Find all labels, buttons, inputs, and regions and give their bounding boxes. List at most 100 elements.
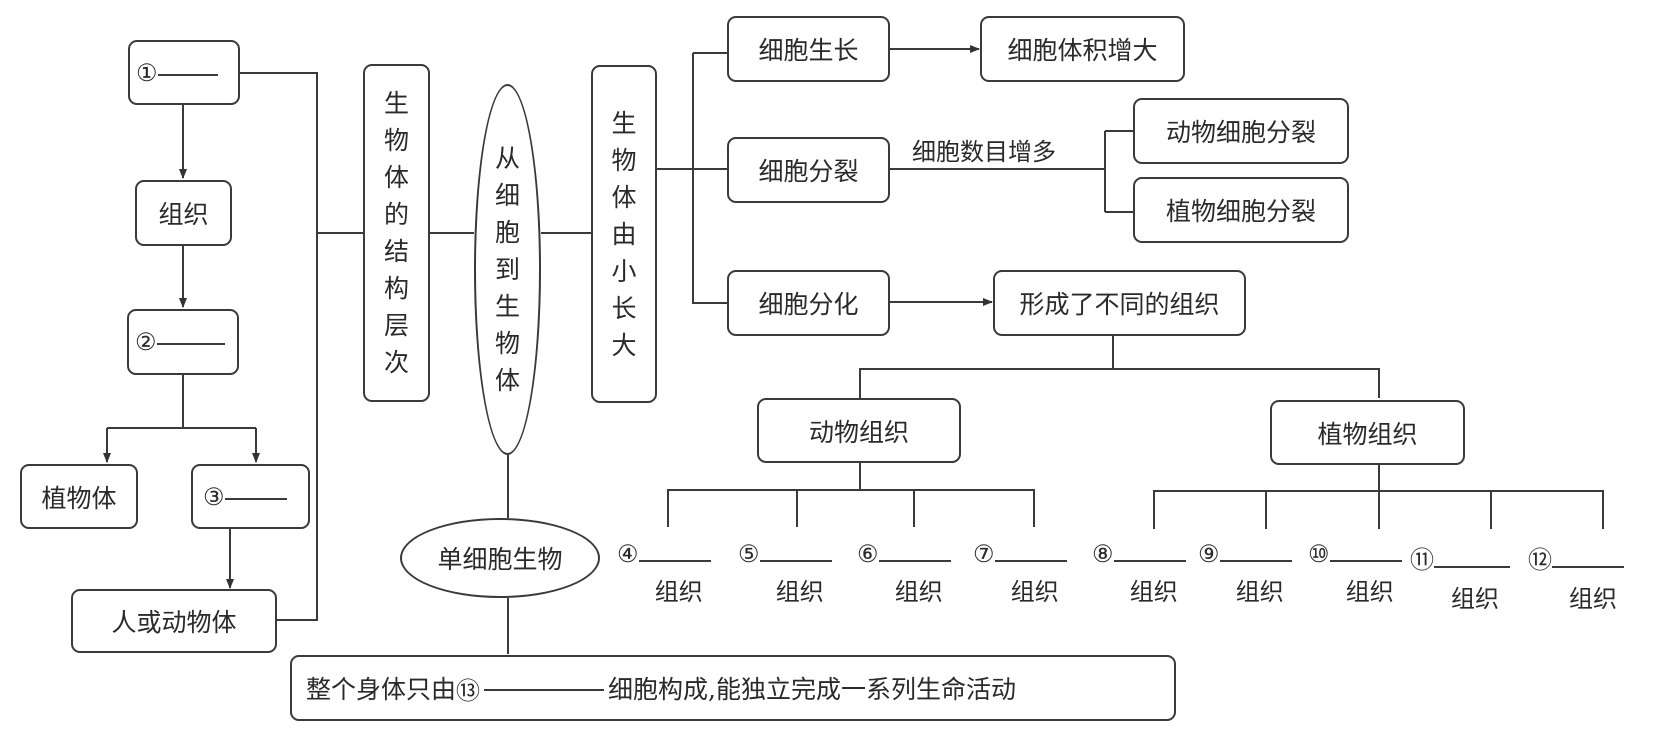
- vertical-char: 物: [494, 329, 520, 358]
- animal-body-label: 人或动物体: [111, 608, 237, 637]
- tissue-suffix: 组织: [775, 578, 824, 606]
- cell-differentiation-label: 细胞分化: [758, 290, 859, 319]
- blank-number-1: ①: [136, 58, 158, 87]
- item-number: ⑦: [973, 540, 995, 568]
- blank-2-input[interactable]: [156, 339, 225, 345]
- bracket-left: [240, 72, 318, 621]
- description-prefix: 整个身体只由: [306, 675, 457, 704]
- item-number: ④: [617, 540, 639, 568]
- item-number: ⑩: [1308, 540, 1330, 568]
- growth-label: 生物体由小长大: [611, 105, 636, 364]
- cell-division-box: 细胞分裂: [727, 137, 890, 203]
- tissue-suffix: 组织: [1235, 578, 1284, 606]
- tissue-blank-input[interactable]: [759, 556, 832, 562]
- level-blank-1-box: ①: [128, 40, 240, 105]
- animal-tissue-box: 动物组织: [757, 398, 961, 463]
- item-number: ⑫: [1528, 546, 1552, 574]
- vertical-char: 生: [383, 89, 409, 118]
- unicellular-ellipse: 单细胞生物: [400, 518, 600, 598]
- animal-tissue-label: 动物组织: [808, 417, 909, 447]
- description-suffix: 细胞构成,能独立完成一系列生命活动: [608, 675, 1016, 704]
- plant-cell-division-label: 植物细胞分裂: [1165, 197, 1316, 226]
- center-topic-label: 从细胞到生物体: [495, 140, 520, 399]
- different-tissues-box: 形成了不同的组织: [993, 270, 1246, 336]
- structure-levels-box: 生物体的结构层次: [363, 64, 430, 402]
- animal-cell-division-label: 动物细胞分裂: [1165, 118, 1316, 147]
- cell-growth-box: 细胞生长: [727, 16, 890, 82]
- vertical-char: 物: [383, 126, 409, 155]
- tissue-blank-input[interactable]: [1552, 562, 1624, 568]
- cell-division-label: 细胞分裂: [758, 157, 859, 186]
- item-number: ⑪: [1410, 546, 1434, 574]
- plant-tissue-label: 植物组织: [1317, 419, 1418, 449]
- unicellular-description-box: 整个身体只由 ⑬ 细胞构成,能独立完成一系列生命活动: [290, 655, 1176, 721]
- animal-tissue-item: ⑤ 组织: [738, 540, 832, 607]
- growth-box: 生物体由小长大: [591, 65, 657, 403]
- tissue-suffix: 组织: [1569, 585, 1617, 613]
- center-topic-ellipse: 从细胞到生物体: [474, 84, 541, 455]
- vertical-char: 构: [383, 274, 409, 303]
- plant-tissue-item: ⑫ 组织: [1528, 540, 1624, 614]
- item-number: ⑨: [1198, 540, 1220, 568]
- tissue-label: 组织: [158, 200, 209, 229]
- vertical-char: 的: [383, 200, 409, 229]
- plant-tissue-box: 植物组织: [1270, 400, 1465, 465]
- vertical-char: 生: [611, 108, 637, 138]
- plant-tissue-item: ⑨ 组织: [1198, 540, 1292, 607]
- tissue-blank-input[interactable]: [1219, 556, 1292, 562]
- structure-levels-label: 生物体的结构层次: [384, 85, 409, 381]
- level-blank-3-box: ③: [191, 464, 310, 529]
- tissue-suffix: 组织: [1129, 578, 1178, 606]
- animal-tissue-item: ⑥ 组织: [857, 540, 951, 607]
- tissue-blank-input[interactable]: [1434, 562, 1510, 568]
- tissue-suffix: 组织: [654, 578, 703, 606]
- animal-body-box: 人或动物体: [71, 589, 277, 653]
- vertical-char: 体: [494, 366, 520, 395]
- vertical-char: 到: [494, 255, 520, 284]
- plant-body-label: 植物体: [41, 483, 117, 513]
- tissue-blank-input[interactable]: [1329, 556, 1402, 562]
- vertical-char: 从: [494, 144, 520, 173]
- plant-tissue-item: ⑧ 组织: [1092, 540, 1186, 607]
- vertical-char: 胞: [494, 218, 520, 247]
- vertical-char: 生: [494, 292, 520, 321]
- tissue-blank-input[interactable]: [878, 556, 951, 562]
- item-number: ⑤: [738, 540, 760, 568]
- blank-13-input[interactable]: [484, 685, 605, 691]
- tissue-suffix: 组织: [1345, 578, 1394, 606]
- vertical-char: 体: [611, 182, 637, 212]
- bracket-growth: [692, 53, 727, 304]
- plant-cell-division-box: 植物细胞分裂: [1133, 177, 1349, 243]
- blank-number-2: ②: [135, 328, 157, 356]
- vertical-char: 次: [383, 348, 409, 377]
- blank-1-input[interactable]: [157, 70, 218, 76]
- tissue-blank-input[interactable]: [1113, 556, 1186, 562]
- tissue-suffix: 组织: [1010, 578, 1059, 606]
- vertical-char: 小: [611, 256, 637, 286]
- level-blank-2-box: ②: [127, 309, 239, 375]
- vertical-char: 长: [611, 293, 637, 323]
- vertical-char: 细: [494, 181, 520, 210]
- cell-volume-box: 细胞体积增大: [980, 16, 1185, 82]
- plant-tissue-item: ⑪ 组织: [1410, 540, 1510, 614]
- tissue-suffix: 组织: [1451, 585, 1499, 613]
- tissue-blank-input[interactable]: [638, 556, 711, 562]
- tissue-blank-input[interactable]: [994, 556, 1067, 562]
- vertical-char: 体: [383, 163, 409, 192]
- blank-number-3: ③: [203, 482, 225, 511]
- vertical-char: 物: [611, 145, 637, 175]
- cell-count-increase-label: 细胞数目增多: [912, 138, 1056, 166]
- blank-3-input[interactable]: [224, 494, 287, 500]
- tissue-box: 组织: [135, 180, 232, 246]
- plant-tissue-item: ⑩ 组织: [1308, 540, 1402, 607]
- different-tissues-label: 形成了不同的组织: [1019, 290, 1220, 319]
- plant-body-box: 植物体: [20, 464, 138, 529]
- cell-volume-label: 细胞体积增大: [1007, 36, 1158, 65]
- vertical-char: 大: [611, 330, 637, 360]
- vertical-char: 结: [383, 237, 409, 266]
- item-number: ⑧: [1092, 540, 1114, 568]
- animal-cell-division-box: 动物细胞分裂: [1133, 98, 1349, 164]
- unicellular-label: 单细胞生物: [437, 545, 563, 574]
- tissue-suffix: 组织: [894, 578, 943, 606]
